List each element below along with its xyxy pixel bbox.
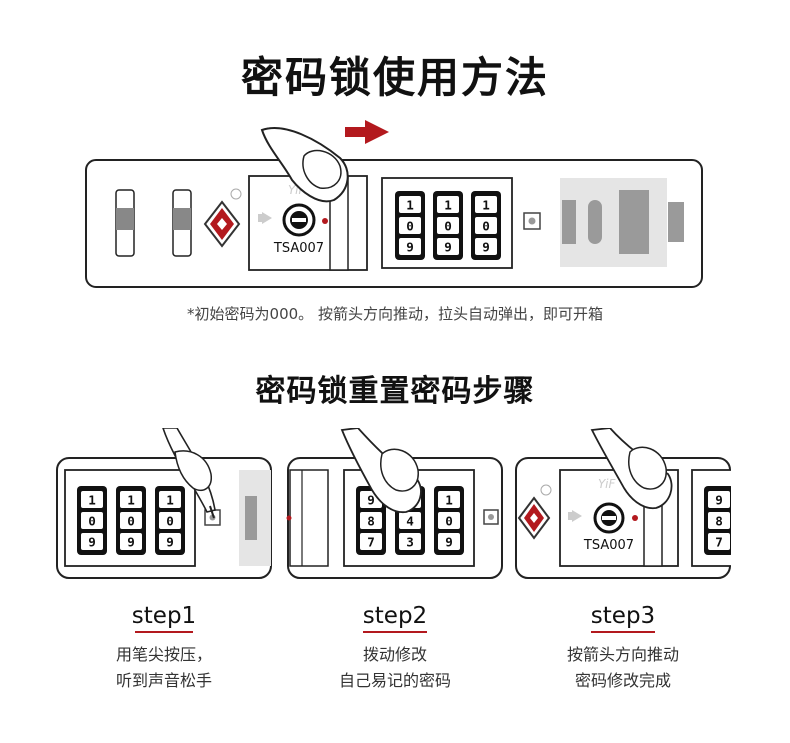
dial-digit: 1 <box>482 198 490 213</box>
dial-digit: 9 <box>444 240 452 255</box>
step3-desc-line1: 按箭头方向推动 <box>566 645 679 664</box>
finger-icon <box>340 427 422 513</box>
dial-digit: 0 <box>166 514 174 529</box>
dial-wheel[interactable]: 1 0 9 <box>471 191 501 260</box>
dial-digit: 1 <box>406 198 414 213</box>
finger-icon <box>260 127 349 203</box>
dial-wheel[interactable]: 1 0 9 <box>77 486 107 555</box>
step1-desc: 用笔尖按压， 听到声音松手 <box>54 642 274 694</box>
dial-wheel[interactable]: 1 0 9 <box>395 191 425 260</box>
step2-illustration: 987543109 <box>286 427 504 583</box>
dial-wheel[interactable]: 1 0 9 <box>155 486 185 555</box>
dial-digit: 9 <box>445 535 453 550</box>
dial-digit: 0 <box>88 514 96 529</box>
step3-desc-line2: 密码修改完成 <box>574 671 671 690</box>
step3-label: step3 <box>590 603 656 629</box>
dial-group-main[interactable]: 1 0 9 1 0 9 1 0 9 <box>395 191 501 260</box>
dial-digit: 9 <box>367 493 375 508</box>
dial-digit: 9 <box>166 535 174 550</box>
dial-digit: 9 <box>406 240 414 255</box>
dial-digit: 0 <box>406 219 414 234</box>
dial-digit: 0 <box>127 514 135 529</box>
tsa-diamond-icon <box>203 188 242 248</box>
tsa-diamond-icon <box>517 484 552 540</box>
dial-wheel[interactable]: 9 8 7 <box>704 486 734 555</box>
dial-wheel[interactable]: 1 0 9 <box>116 486 146 555</box>
dial-group-step1[interactable]: 1 0 9 1 0 9 1 0 9 <box>77 486 185 555</box>
step1-label: step1 <box>131 603 197 629</box>
zipper-puller[interactable] <box>560 178 684 267</box>
dial-digit: 7 <box>367 535 375 550</box>
step2-desc: 拨动修改 自己易记的密码 <box>285 642 505 694</box>
step3-desc: 按箭头方向推动 密码修改完成 <box>513 642 733 694</box>
dial-digit: 8 <box>715 514 723 529</box>
brand-mark: YiF <box>598 477 616 491</box>
dial-digit: 9 <box>482 240 490 255</box>
step2-label: step2 <box>362 603 428 629</box>
dial-digit: 1 <box>166 493 174 508</box>
tsa-label: TSA007 <box>273 241 324 256</box>
reset-button-icon[interactable] <box>483 509 499 525</box>
dial-digit: 9 <box>715 493 723 508</box>
dial-wheel[interactable]: 1 0 9 <box>433 191 463 260</box>
step2-desc-line2: 自己易记的密码 <box>338 671 451 690</box>
step1-underline <box>135 631 193 633</box>
left-slider-2[interactable] <box>172 189 192 257</box>
dial-digit: 9 <box>127 535 135 550</box>
step3-illustration: YiF TSA007 9 8 7 <box>514 427 735 583</box>
dial-digit: 3 <box>406 535 414 550</box>
main-title: 密码锁使用方法 <box>240 53 549 102</box>
step2-desc-line1: 拨动修改 <box>362 645 427 664</box>
step1-desc-line1: 用笔尖按压， <box>115 645 212 664</box>
left-slider-1[interactable] <box>115 189 135 257</box>
dial-digit: 4 <box>406 514 414 529</box>
step2-underline <box>363 631 427 633</box>
dial-digit: 1 <box>445 493 453 508</box>
dial-group-step2[interactable]: 987543109 <box>356 486 464 555</box>
dial-digit: 7 <box>715 535 723 550</box>
step3-underline <box>591 631 655 633</box>
dial-digit: 9 <box>88 535 96 550</box>
dial-group-step3[interactable]: 9 8 7 <box>704 486 734 555</box>
tsa-label: TSA007 <box>583 538 634 553</box>
pen-icon <box>161 427 216 519</box>
dial-digit: 8 <box>367 514 375 529</box>
dial-wheel[interactable]: 1 0 9 <box>434 486 464 555</box>
keyhole-icon <box>282 203 316 237</box>
dial-digit: 1 <box>127 493 135 508</box>
dial-digit: 1 <box>444 198 452 213</box>
keyhole-icon <box>593 502 625 534</box>
dial-digit: 0 <box>482 219 490 234</box>
step1-desc-line2: 听到声音松手 <box>115 671 212 690</box>
dial-digit: 0 <box>445 514 453 529</box>
right-arrow-icon <box>345 120 389 144</box>
step1-illustration: 1 0 9 1 0 9 1 0 9 <box>55 427 273 583</box>
reset-button-icon[interactable] <box>523 212 541 230</box>
dial-wheel[interactable]: 9 8 7 <box>356 486 386 555</box>
finger-icon <box>590 427 673 510</box>
reset-title: 密码锁重置密码步骤 <box>255 374 535 409</box>
dial-digit: 1 <box>88 493 96 508</box>
dial-digit: 0 <box>444 219 452 234</box>
initial-password-note: *初始密码为000。 按箭头方向推动，拉头自动弹出，即可开箱 <box>187 305 603 323</box>
